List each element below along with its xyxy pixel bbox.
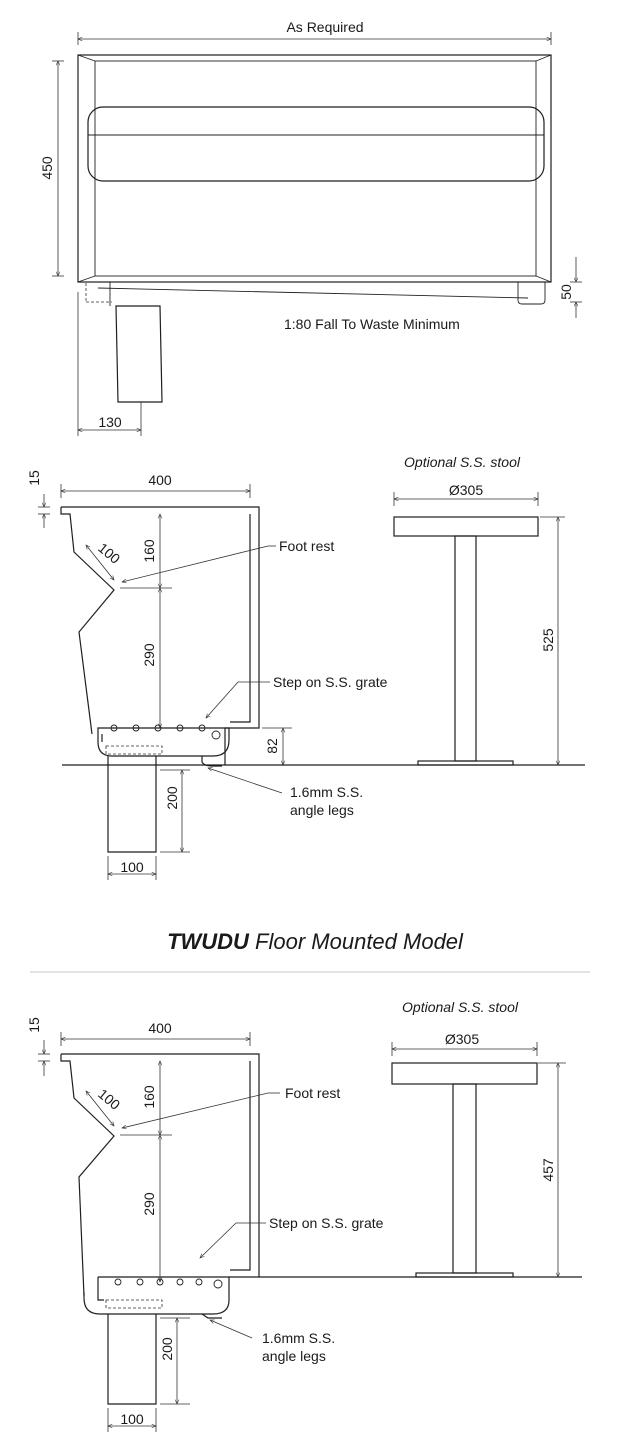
waste-depth-label: 200 (159, 1337, 175, 1361)
model-title-bold: TWUDU (167, 929, 250, 954)
stool-title: Optional S.S. stool (404, 454, 521, 470)
stool-base (417, 760, 514, 766)
upper-dimension-label: 160 (141, 539, 157, 563)
legs-label-line1: 1.6mm S.S. (290, 784, 363, 800)
lower-dimension-label: 290 (141, 643, 157, 667)
second-section: 15 400 100 160 290 Foot rest Step on S.S (26, 999, 582, 1432)
waste-depth-label: 200 (164, 786, 180, 810)
stool-height-label: 457 (540, 1158, 556, 1182)
legs-label-line2: angle legs (262, 1348, 326, 1364)
lower-dimension-label: 290 (141, 1192, 157, 1216)
foot-rest-label: Foot rest (279, 538, 334, 554)
depth-dimension-label: 400 (148, 472, 172, 488)
slope-dimension-label: 100 (95, 540, 123, 567)
upper-dimension-label: 160 (141, 1085, 157, 1109)
stool-seat (393, 516, 539, 537)
edge-dimension-label: 50 (558, 284, 574, 300)
stool-height-label: 525 (540, 628, 556, 652)
grate-label: Step on S.S. grate (273, 674, 388, 690)
stool-post (454, 535, 477, 762)
foot-rest-label: Foot rest (285, 1085, 340, 1101)
step-height-label: 82 (264, 738, 280, 754)
trough-outer (77, 54, 552, 283)
floor-mounted-section: 15 400 100 160 290 Foot rest (26, 454, 585, 880)
stool-title: Optional S.S. stool (402, 999, 519, 1015)
stool-diameter-label: Ø305 (445, 1031, 479, 1047)
model-title-rest: Floor Mounted Model (249, 929, 464, 954)
legs-label-line2: angle legs (290, 802, 354, 818)
depth-dimension-label: 400 (148, 1020, 172, 1036)
waste-width-label: 100 (120, 1411, 144, 1427)
trough-inner (94, 60, 537, 277)
waste-pipe (115, 305, 163, 403)
waste-width-label: 130 (98, 414, 122, 430)
lip-dimension-label: 15 (26, 470, 42, 486)
grate-label: Step on S.S. grate (269, 1215, 384, 1231)
stool-diameter-label: Ø305 (449, 482, 483, 498)
top-view: As Required 450 50 1:80 Fall To Waste Mi… (39, 19, 582, 436)
legs-label-line1: 1.6mm S.S. (262, 1330, 335, 1346)
slope-dimension-label: 100 (95, 1086, 123, 1113)
grate-plate (87, 106, 545, 182)
lip-dimension-label: 15 (26, 1017, 42, 1033)
waste-width-label: 100 (120, 859, 144, 875)
fall-label: 1:80 Fall To Waste Minimum (284, 316, 460, 332)
trough-profile (61, 506, 260, 765)
width-dimension-label: As Required (286, 19, 363, 35)
height-dimension-label: 450 (39, 156, 55, 180)
model-title: TWUDU Floor Mounted Model (167, 929, 464, 954)
